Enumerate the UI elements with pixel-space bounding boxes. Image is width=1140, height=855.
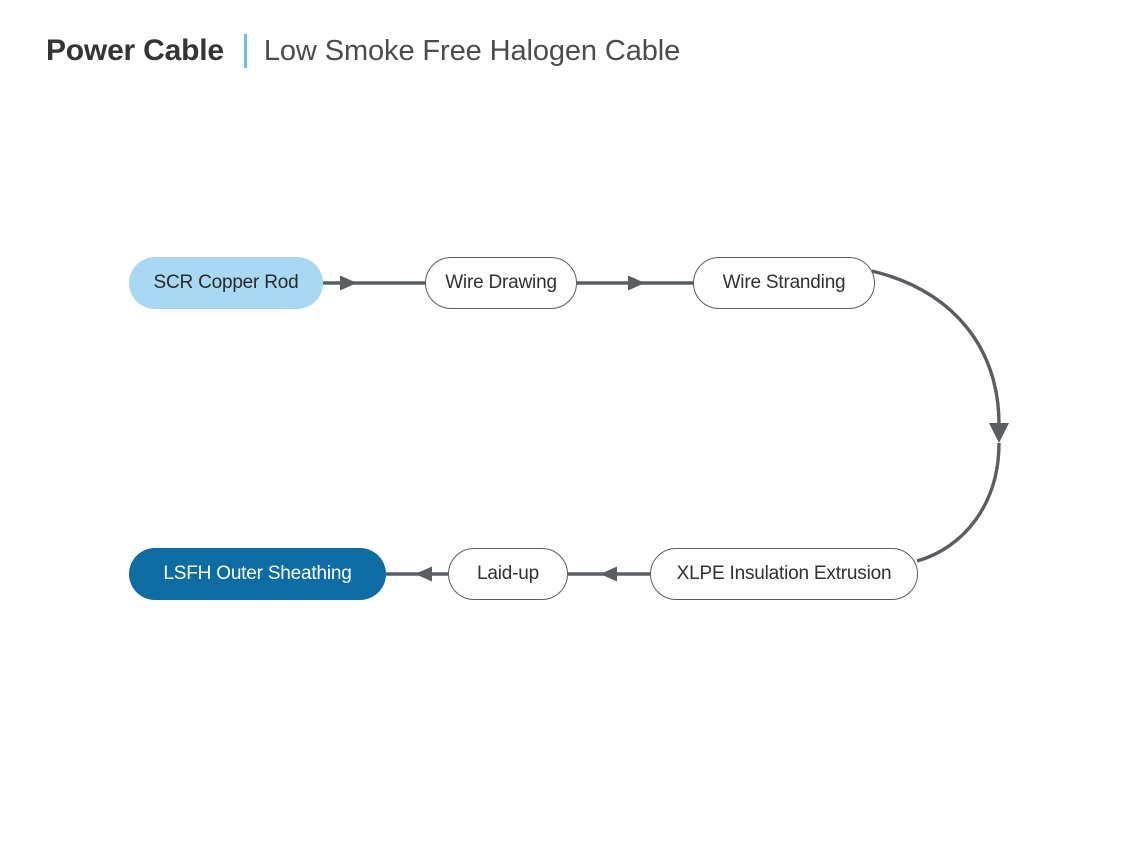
edge-laid-up-to-lsfh-outer-sheathing bbox=[386, 566, 448, 582]
flow-node-xlpe-insulation-extrusion[interactable]: XLPE Insulation Extrusion bbox=[650, 548, 918, 600]
flow-node-laid-up[interactable]: Laid-up bbox=[448, 548, 568, 600]
edge-wire-stranding-to-xlpe-insulation bbox=[871, 269, 1009, 563]
flow-node-label: Wire Drawing bbox=[445, 272, 557, 293]
header-divider bbox=[243, 34, 247, 68]
edge-scr-copper-rod-to-wire-drawing bbox=[323, 275, 425, 291]
flow-node-wire-stranding[interactable]: Wire Stranding bbox=[693, 257, 875, 309]
flow-node-wire-drawing[interactable]: Wire Drawing bbox=[425, 257, 577, 309]
flow-node-label: XLPE Insulation Extrusion bbox=[676, 563, 892, 584]
page-title: Power Cable bbox=[46, 34, 224, 67]
page-header: Power Cable Low Smoke Free Halogen Cable bbox=[46, 34, 680, 68]
flow-node-label: SCR Copper Rod bbox=[153, 272, 299, 293]
flow-node-scr-copper-rod[interactable]: SCR Copper Rod bbox=[129, 257, 323, 309]
edge-xlpe-insulation-to-laid-up bbox=[568, 566, 650, 582]
edge-wire-drawing-to-wire-stranding bbox=[577, 275, 693, 291]
flow-node-label: LSFH Outer Sheathing bbox=[163, 563, 352, 584]
flow-node-label: Wire Stranding bbox=[722, 272, 846, 293]
flow-node-lsfh-outer-sheathing[interactable]: LSFH Outer Sheathing bbox=[129, 548, 386, 600]
flow-node-label: Laid-up bbox=[477, 563, 539, 584]
page-subtitle: Low Smoke Free Halogen Cable bbox=[263, 34, 681, 67]
